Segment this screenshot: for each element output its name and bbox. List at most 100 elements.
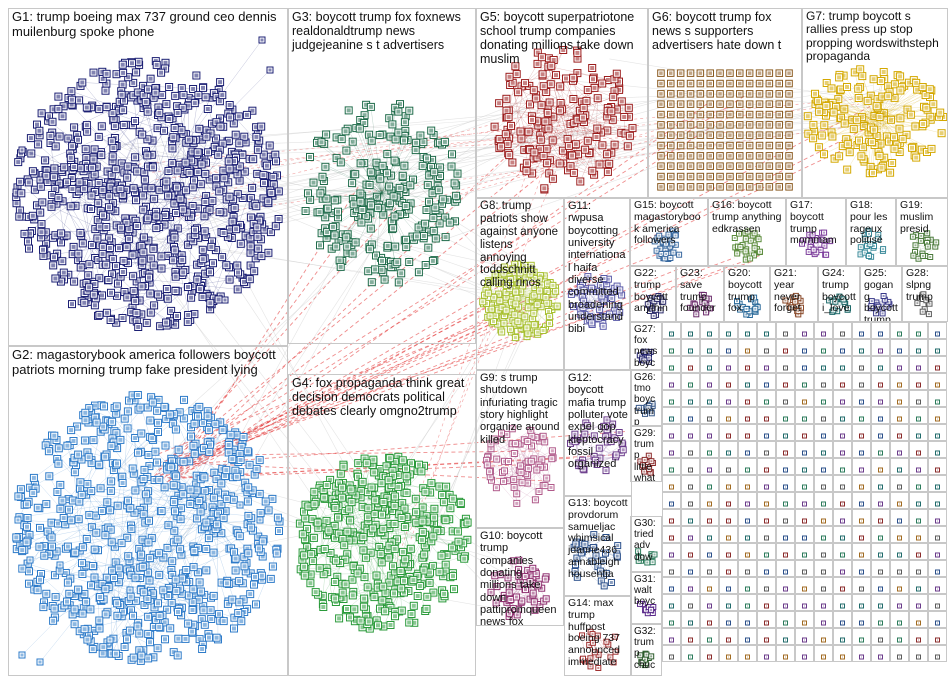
node-g1-fill — [70, 302, 74, 307]
node-g1-fill — [48, 141, 53, 145]
cross-edge — [175, 104, 573, 204]
node-g1-fill — [191, 87, 196, 91]
node-g1-fill — [214, 184, 219, 189]
node-g1-fill — [173, 93, 178, 98]
group-edge — [112, 219, 363, 533]
node-g1-fill — [86, 273, 91, 278]
node-g1-fill — [232, 205, 237, 210]
intra-edge — [153, 199, 227, 248]
node-g1-fill — [116, 281, 120, 286]
node-g1-fill — [208, 307, 213, 312]
cross-edge — [166, 94, 746, 462]
cross-edge — [164, 194, 375, 478]
node-g1-fill — [243, 233, 248, 238]
node-g1-fill — [37, 133, 42, 138]
node-g1-fill — [175, 226, 180, 231]
node-g1-fill — [114, 320, 119, 325]
node-g1-fill — [143, 186, 148, 191]
node-g1-fill — [134, 198, 138, 203]
node-g1-fill — [103, 88, 108, 93]
node-g1-fill — [150, 138, 155, 143]
node-g1-fill — [130, 305, 135, 310]
node-g1-fill — [158, 324, 163, 329]
node-g1-fill — [111, 146, 116, 150]
node-g1-fill — [213, 248, 218, 253]
cross-edge — [160, 267, 682, 477]
group-edge — [425, 114, 556, 234]
intra-edge — [113, 120, 167, 188]
intra-edge — [98, 151, 233, 261]
node-g1-fill — [52, 166, 57, 171]
node-g1-fill — [134, 319, 139, 324]
intra-edge — [42, 202, 141, 247]
node-g1-fill — [59, 240, 63, 245]
node-g1-fill — [190, 185, 195, 190]
node-g1-fill — [72, 125, 77, 130]
node-g1-fill — [142, 170, 147, 175]
node-g1-fill — [133, 218, 138, 223]
node-g1-fill — [149, 152, 154, 157]
node-g1-fill — [227, 277, 232, 282]
node-g1-fill — [237, 178, 242, 183]
node-g1-fill — [93, 227, 98, 232]
cross-edge — [174, 454, 620, 479]
node-g1-fill — [248, 215, 253, 220]
node-g1-fill — [248, 235, 253, 240]
node-g1-fill — [156, 105, 161, 110]
node-g1-fill — [113, 209, 118, 214]
node-g1-fill — [57, 134, 62, 139]
node-g1-fill — [92, 303, 97, 308]
node-g1-fill — [166, 169, 171, 173]
node-g1-fill — [131, 80, 136, 85]
node-g1-fill — [168, 214, 172, 219]
cross-edge — [178, 103, 708, 479]
node-g1-fill — [163, 60, 168, 65]
node-g1-fill — [240, 196, 245, 200]
node-g1-fill — [105, 169, 110, 174]
node-g1-fill — [107, 236, 112, 241]
node-g1-fill — [154, 62, 159, 67]
intra-edge — [80, 87, 157, 268]
node-g1-fill — [253, 256, 258, 261]
node-g1-fill — [216, 87, 221, 92]
node-g1-fill — [47, 114, 51, 119]
node-g1-fill — [15, 185, 20, 190]
node-g1-fill — [92, 172, 97, 177]
node-g1-fill — [195, 170, 200, 175]
node-g1-fill — [242, 169, 247, 174]
node-g1-fill — [205, 107, 210, 111]
cross-edge — [167, 215, 653, 482]
node-g1-fill — [271, 182, 276, 187]
node-g1-fill — [120, 82, 125, 87]
cross-edge — [174, 138, 587, 469]
node-g1-fill — [51, 107, 56, 112]
node-g1-fill — [268, 230, 273, 235]
cross-edge — [182, 257, 735, 463]
node-g1-fill — [196, 157, 201, 162]
node-g1-fill — [220, 255, 225, 260]
node-g1-fill — [77, 98, 82, 103]
node-g1-fill — [172, 201, 177, 206]
node-g1-fill — [129, 310, 134, 315]
node-g1-fill — [134, 279, 139, 284]
node-g1-fill — [202, 156, 207, 160]
node-g1-fill — [44, 168, 49, 173]
intra-edge — [134, 106, 178, 254]
group-edge — [120, 190, 374, 521]
node-g1-fill — [209, 95, 214, 100]
node-g1-fill — [148, 291, 153, 296]
node-g1-fill — [195, 262, 200, 267]
node-g1-fill — [36, 142, 41, 147]
node-g1-fill — [60, 114, 65, 119]
node-g1-fill — [207, 203, 212, 208]
node-g1-fill — [267, 143, 272, 148]
node-g1-fill — [84, 155, 89, 160]
node-g1-fill — [226, 138, 231, 143]
node-g1-fill — [122, 290, 127, 294]
node-g1-fill — [160, 93, 165, 98]
cross-edge — [158, 248, 671, 455]
node-g1-fill — [14, 201, 19, 206]
node-g1-fill — [96, 134, 101, 139]
node-g1-fill — [163, 66, 168, 71]
node-g1-fill — [155, 126, 160, 131]
